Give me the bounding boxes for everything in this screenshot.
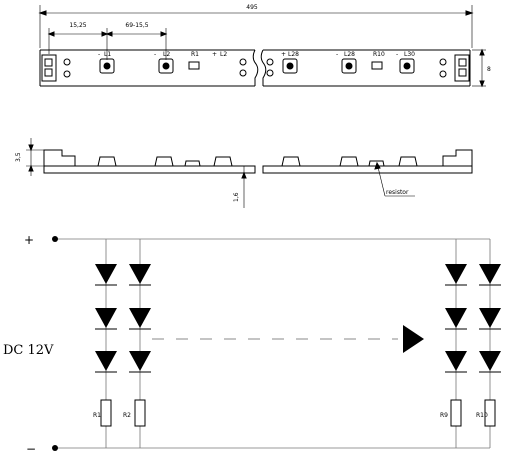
polarity-mark: - (154, 51, 156, 58)
resistor-profile (184, 160, 201, 167)
resistor-label: R1 (191, 51, 199, 58)
led-label: L1 (104, 51, 111, 58)
led-profile (398, 156, 418, 167)
polarity-mark: - (98, 51, 100, 58)
led-label: L2 (220, 51, 227, 58)
first-pitch-label: 15,25 (69, 22, 86, 29)
resistor-label: R10 (373, 51, 385, 58)
height-label: 3,5 (15, 152, 22, 162)
resistor-label: R1 (93, 412, 101, 419)
led-branch: R10 (476, 239, 501, 448)
polarity-mark: - (336, 51, 338, 58)
led-profile (281, 156, 301, 167)
led-profile (339, 156, 359, 167)
led-label: L30 (404, 51, 415, 58)
resistor-label: R10 (476, 412, 488, 419)
minus-sign: − (26, 442, 36, 454)
pitch-label: 69-15,5 (125, 22, 148, 29)
led-profile (97, 156, 117, 167)
resistor-pad (188, 61, 200, 70)
resistor-label: R2 (123, 412, 131, 419)
thickness-label: 1,6 (233, 192, 240, 202)
led-pad (158, 58, 174, 74)
strip-left-body (39, 49, 255, 87)
resistor-callout: resistor (386, 189, 409, 196)
polarity-mark: - (396, 51, 398, 58)
led-label: L28 (288, 51, 299, 58)
supply-label: DC 12V (3, 343, 54, 358)
led-pad (282, 58, 298, 74)
top-view: 495 15,25 69-15,5 (38, 4, 491, 88)
resistor-pad (371, 61, 383, 70)
width-label: 8 (487, 66, 491, 73)
strip-right-body (263, 49, 471, 87)
negative-terminal (52, 445, 58, 451)
led-profile (213, 156, 233, 167)
resistor-profile (368, 160, 385, 167)
led-branch: R9 (440, 239, 467, 448)
left-connector (41, 54, 71, 82)
led-label: L2 (163, 51, 170, 58)
circuit-diagram: + − DC 12V R1 R2 R9 (3, 233, 501, 454)
resistor-label: R9 (440, 412, 448, 419)
led-pad (341, 58, 357, 74)
led-profile (154, 156, 174, 167)
cut-pads (239, 58, 274, 77)
plus-sign: + (24, 233, 34, 247)
polarity-mark: + (212, 51, 217, 58)
led-branch: R2 (123, 239, 151, 448)
led-pad (99, 58, 115, 74)
polarity-mark: + (281, 51, 286, 58)
continuation-arrow (403, 325, 424, 353)
board-right (262, 165, 473, 174)
right-connector (439, 54, 470, 82)
total-length-label: 495 (246, 4, 258, 11)
board-left (43, 165, 256, 174)
positive-terminal (52, 236, 58, 242)
led-pad (399, 58, 415, 74)
led-branch: R1 (93, 239, 117, 448)
led-label: L28 (344, 51, 355, 58)
side-view: 3,5 1,6 resistor (15, 138, 473, 208)
